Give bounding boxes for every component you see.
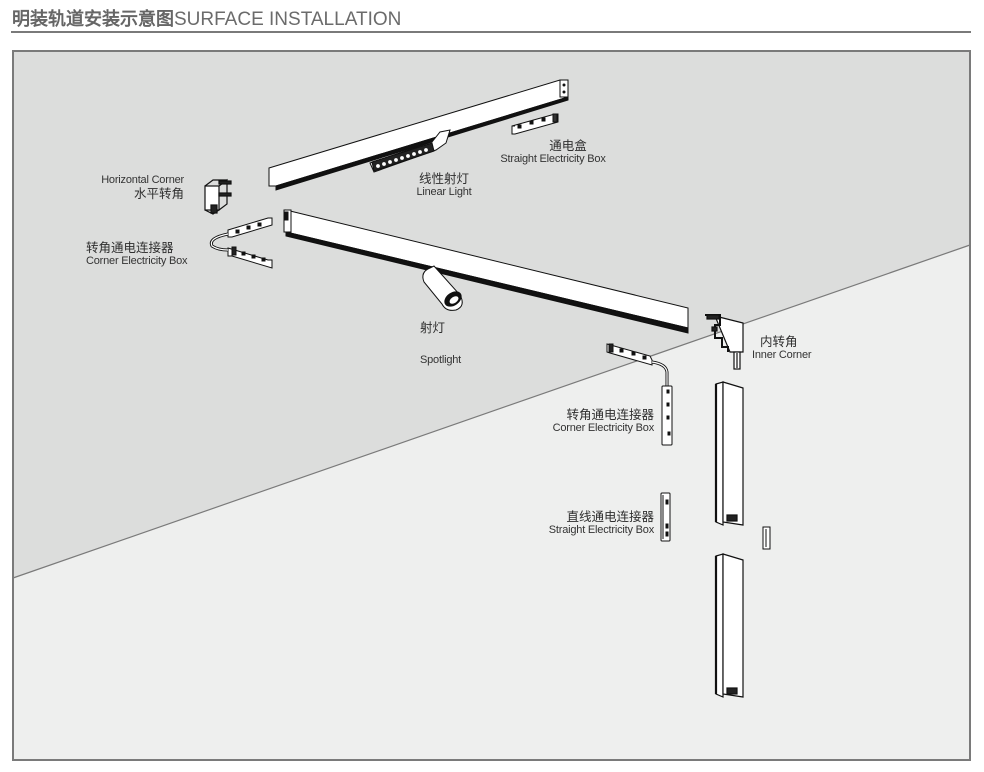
ceiling-wall-edge xyxy=(12,244,971,579)
main-track xyxy=(283,209,689,334)
ceiling-surface xyxy=(13,51,970,578)
label-cn: 直线通电连接器 xyxy=(566,509,654,524)
label-cn: 转角通电连接器 xyxy=(566,407,654,422)
label-horizontal-corner: Horizontal Corner 水平转角 xyxy=(60,174,184,201)
linear-light-fixture xyxy=(369,129,451,173)
vertical-track-upper xyxy=(714,381,744,526)
title-divider xyxy=(11,31,971,33)
label-en: Inner Corner xyxy=(752,349,812,362)
label-en: Corner Electricity Box xyxy=(552,422,655,435)
label-cn: 射灯 xyxy=(420,320,446,335)
straight-electricity-box-wall-part xyxy=(660,492,671,542)
horizontal-corner-part xyxy=(204,178,232,215)
label-straight-electricity-box-wall: 直线通电连接器 Straight Electricity Box xyxy=(516,509,654,537)
spotlight-fixture xyxy=(422,265,463,311)
label-cn: 转角通电连接器 xyxy=(86,240,174,255)
label-spotlight: 射灯 Spotlight xyxy=(420,320,462,366)
label-en: Linear Light xyxy=(416,186,472,199)
diagram-frame xyxy=(12,50,971,761)
vertical-track-lower xyxy=(714,553,744,698)
title-en: SURFACE INSTALLATION xyxy=(174,9,402,30)
page-title: 明装轨道安装示意图SURFACE INSTALLATION xyxy=(12,5,401,31)
label-corner-electricity-box-wall: 转角通电连接器 Corner Electricity Box xyxy=(520,407,655,435)
corner-electricity-box-wall-part xyxy=(606,343,673,446)
corner-electricity-box-ceiling-part xyxy=(209,217,273,269)
inner-corner-part xyxy=(705,314,744,370)
top-track xyxy=(268,79,569,191)
label-inner-corner: 内转角 Inner Corner xyxy=(752,334,812,362)
title-cn: 明装轨道安装示意图 xyxy=(12,9,174,30)
label-corner-electricity-box-ceiling: 转角通电连接器 Corner Electricity Box xyxy=(86,240,188,268)
straight-electricity-box-top-part xyxy=(511,113,559,135)
small-connector xyxy=(762,526,771,550)
label-cn: 线性射灯 xyxy=(418,171,469,186)
label-en: Corner Electricity Box xyxy=(86,255,188,268)
label-en: Straight Electricity Box xyxy=(500,153,606,166)
label-en: Straight Electricity Box xyxy=(548,524,654,537)
label-cn: 内转角 xyxy=(760,334,798,349)
label-linear-light: 线性射灯 Linear Light xyxy=(404,171,484,199)
label-cn: 通电盒 xyxy=(549,138,587,153)
label-en: Horizontal Corner xyxy=(101,174,184,186)
label-en: Spotlight xyxy=(420,353,462,366)
label-straight-electricity-box-top: 通电盒 Straight Electricity Box xyxy=(490,138,616,166)
label-cn: 水平转角 xyxy=(133,185,184,201)
